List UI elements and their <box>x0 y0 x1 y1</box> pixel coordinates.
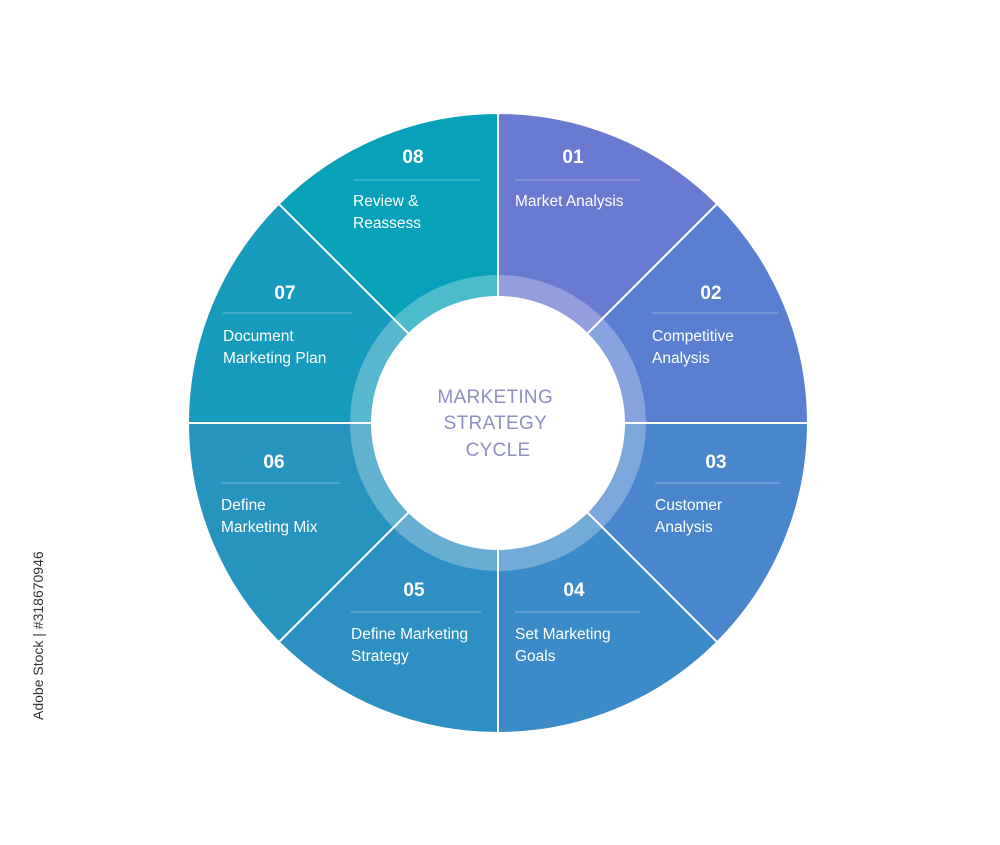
center-title: MARKETING STRATEGY CYCLE <box>437 387 558 461</box>
segment-label-line: Document <box>223 328 294 345</box>
segment-label-line: Marketing Plan <box>223 350 326 367</box>
segment-label-line: Strategy <box>351 648 409 665</box>
segment-number-08: 08 <box>402 147 423 168</box>
segment-number-03: 03 <box>705 452 726 473</box>
segment-label-line: Market Analysis <box>515 193 624 210</box>
segment-number-02: 02 <box>700 283 721 304</box>
segment-label-line: Analysis <box>655 519 713 536</box>
segment-number-04: 04 <box>563 580 585 601</box>
segment-number-05: 05 <box>403 580 425 601</box>
segment-label-line: Analysis <box>652 350 710 367</box>
center-title-line-2: STRATEGY <box>444 413 547 434</box>
segment-label-08: Review & Reassess <box>353 193 421 232</box>
center-title-line-3: CYCLE <box>466 440 531 461</box>
segment-label-line: Set Marketing <box>515 626 611 643</box>
segment-label-line: Goals <box>515 648 556 665</box>
segment-label-line: Review & <box>353 193 419 210</box>
segment-number-01: 01 <box>562 147 584 168</box>
segment-number-07: 07 <box>274 283 295 304</box>
center-title-line-1: MARKETING <box>437 387 553 408</box>
segment-label-line: Customer <box>655 497 722 514</box>
watermark: Adobe Stock | #318670946 <box>8 551 46 840</box>
segment-label-line: Define <box>221 497 266 514</box>
segment-number-06: 06 <box>263 452 284 473</box>
segment-label-line: Competitive <box>652 328 734 345</box>
segment-label-line: Define Marketing <box>351 626 468 643</box>
center-disc <box>371 296 625 550</box>
segment-label-01: Market Analysis <box>515 193 624 210</box>
watermark-text: Adobe Stock | #318670946 <box>30 551 46 720</box>
segment-label-line: Reassess <box>353 215 421 232</box>
segment-label-line: Marketing Mix <box>221 519 318 536</box>
